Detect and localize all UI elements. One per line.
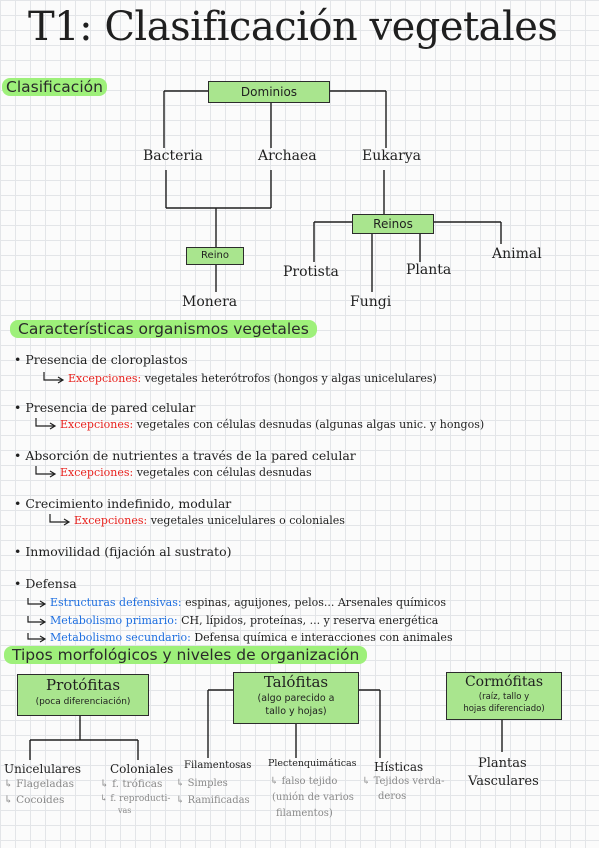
node-animal: Animal bbox=[492, 246, 542, 262]
defense-line: Estructuras defensivas: espinas, aguijon… bbox=[50, 596, 447, 609]
characteristic-item: • Crecimiento indefinido, modular bbox=[14, 496, 232, 511]
leaf-vasculares: Vasculares bbox=[468, 774, 539, 789]
leaf-f-reproductivas: ↳ f. reproducti- bbox=[100, 794, 171, 804]
box-dominios: Dominios bbox=[208, 81, 330, 103]
leaf-falso-tejido-2: (unión de varios bbox=[272, 792, 354, 803]
leaf-coloniales: Coloniales bbox=[110, 762, 174, 776]
box-cormofitas: Cormófitas (raíz, tallo y hojas diferenc… bbox=[446, 672, 562, 720]
leaf-histicas: Hísticas bbox=[374, 760, 424, 774]
exception-line: Excepciones: vegetales con células desnu… bbox=[60, 466, 312, 479]
node-fungi: Fungi bbox=[350, 294, 392, 310]
leaf-flageladas: ↳ Flageladas bbox=[4, 778, 74, 790]
node-protista: Protista bbox=[283, 264, 339, 280]
leaf-tejidos: ↳ Tejidos verda- bbox=[362, 776, 445, 787]
node-archaea: Archaea bbox=[258, 148, 317, 164]
node-eukarya: Eukarya bbox=[362, 148, 422, 164]
leaf-plectenquimaticas: Plectenquimáticas bbox=[268, 758, 357, 769]
leaf-f-reproductivas-cont: vas bbox=[118, 806, 132, 815]
characteristic-item: • Absorción de nutrientes a través de la… bbox=[14, 448, 356, 463]
leaf-falso-tejido: ↳ falso tejido bbox=[270, 776, 338, 787]
exception-line: Excepciones: vegetales con células desnu… bbox=[60, 418, 485, 431]
section-heading-caracteristicas: Características organismos vegetales bbox=[10, 320, 317, 338]
box-reino: Reino bbox=[186, 247, 244, 265]
leaf-ramificadas: ↳ Ramificadas bbox=[176, 795, 250, 806]
exception-line: Excepciones: vegetales unicelulares o co… bbox=[74, 514, 345, 527]
leaf-falso-tejido-3: filamentos) bbox=[276, 808, 333, 819]
characteristic-item: • Defensa bbox=[14, 576, 77, 591]
section-heading-clasificacion: Clasificación bbox=[2, 78, 107, 96]
exception-line: Excepciones: vegetales heterótrofos (hon… bbox=[68, 372, 437, 385]
node-monera: Monera bbox=[182, 294, 238, 310]
section-heading-tipos: Tipos morfológicos y niveles de organiza… bbox=[4, 646, 368, 664]
defense-line: Metabolismo secundario: Defensa química … bbox=[50, 631, 453, 644]
characteristic-item: • Presencia de cloroplastos bbox=[14, 352, 188, 367]
box-talofitas: Talófitas (algo parecido a tallo y hojas… bbox=[233, 672, 359, 724]
leaf-simples: ↳ Simples bbox=[176, 778, 228, 789]
page-title: T1: Clasificación vegetales bbox=[28, 4, 558, 50]
leaf-unicelulares: Unicelulares bbox=[4, 762, 82, 776]
leaf-cocoides: ↳ Cocoides bbox=[4, 794, 65, 806]
node-bacteria: Bacteria bbox=[143, 148, 203, 164]
box-reinos: Reinos bbox=[352, 214, 434, 234]
defense-line: Metabolismo primario: CH, lípidos, prote… bbox=[50, 614, 439, 627]
box-protofitas: Protófitas (poca diferenciación) bbox=[17, 674, 149, 716]
characteristic-item: • Inmovilidad (fijación al sustrato) bbox=[14, 544, 232, 559]
leaf-filamentosas: Filamentosas bbox=[184, 760, 252, 771]
node-planta: Planta bbox=[406, 262, 452, 278]
leaf-plantas: Plantas bbox=[478, 756, 527, 771]
leaf-tejidos-2: deros bbox=[378, 791, 407, 802]
leaf-f-troficas: ↳ f. tróficas bbox=[100, 778, 163, 790]
characteristic-item: • Presencia de pared celular bbox=[14, 400, 196, 415]
